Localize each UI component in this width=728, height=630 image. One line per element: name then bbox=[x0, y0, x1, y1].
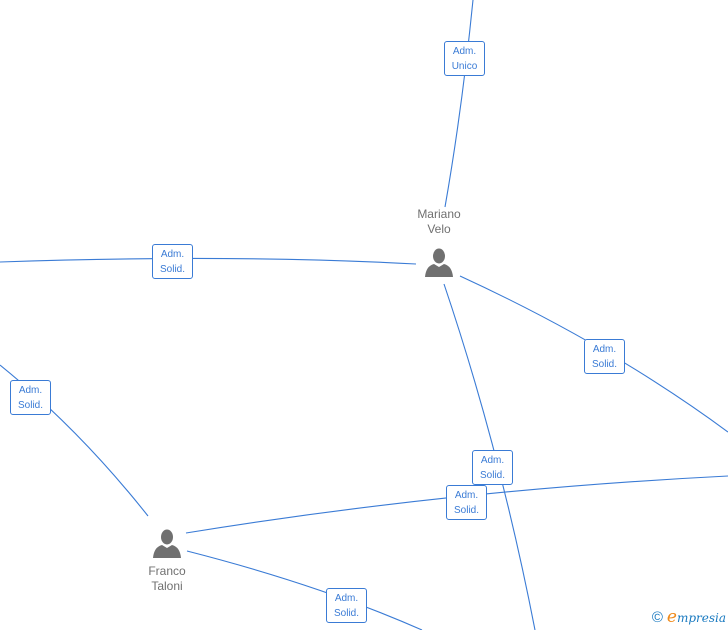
label-line: Adm. bbox=[334, 593, 359, 604]
edge-label-adm-solid[interactable]: Adm. Solid. bbox=[584, 339, 625, 374]
label-line: Adm. bbox=[18, 385, 43, 396]
edge-top-mariano bbox=[444, 0, 474, 208]
edge-left-mariano bbox=[0, 257, 417, 265]
label-line: Adm. bbox=[480, 455, 505, 466]
label-line: Solid. bbox=[333, 608, 359, 619]
edge-label-adm-solid[interactable]: Adm. Solid. bbox=[326, 588, 367, 623]
edge-label-adm-solid[interactable]: Adm. Solid. bbox=[446, 485, 487, 520]
node-name: Taloni bbox=[151, 579, 183, 593]
label-line: Solid. bbox=[159, 264, 185, 275]
label-line: Adm. bbox=[454, 490, 479, 501]
node-name: Mariano bbox=[417, 207, 461, 221]
node-mariano-velo[interactable]: Mariano Velo bbox=[408, 207, 470, 277]
label-line: Solid. bbox=[591, 359, 617, 370]
node-franco-taloni[interactable]: Franco Taloni bbox=[137, 528, 197, 594]
brand-name: mpresia bbox=[676, 611, 726, 625]
edge-label-adm-solid[interactable]: Adm. Solid. bbox=[472, 450, 513, 485]
edge-label-adm-solid[interactable]: Adm. Solid. bbox=[152, 244, 193, 279]
label-line: Adm. bbox=[160, 249, 185, 260]
label-line: Adm. bbox=[592, 344, 617, 355]
label-line: Solid. bbox=[17, 400, 43, 411]
node-name: Franco bbox=[148, 564, 186, 578]
person-icon bbox=[153, 529, 181, 558]
edge-label-adm-unico[interactable]: Adm. Unico bbox=[444, 41, 485, 76]
copyright-icon: © bbox=[651, 609, 663, 626]
label-line: Adm. bbox=[452, 46, 477, 57]
edge-label-adm-solid[interactable]: Adm. Solid. bbox=[10, 380, 51, 415]
edge-franco-bottom bbox=[186, 550, 423, 630]
person-icon bbox=[425, 248, 453, 277]
brand-e: e bbox=[666, 607, 677, 627]
empresia-logo: ©empresia bbox=[652, 607, 726, 627]
node-name: Velo bbox=[427, 222, 451, 236]
label-line: Solid. bbox=[453, 505, 479, 516]
label-line: Solid. bbox=[479, 470, 505, 481]
label-line: Unico bbox=[451, 61, 478, 72]
